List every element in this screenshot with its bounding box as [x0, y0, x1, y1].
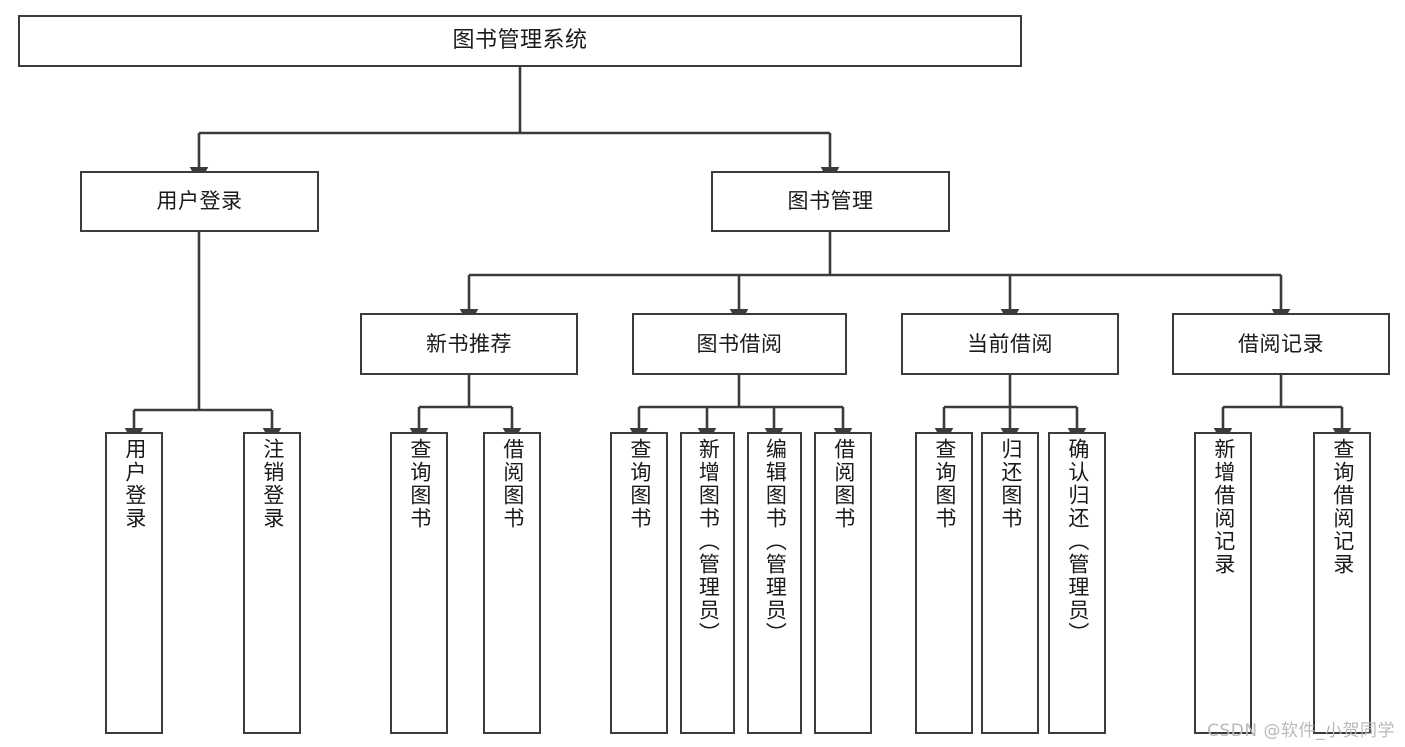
watermark-text: CSDN @软件_小贺同学	[1207, 721, 1395, 741]
node-label: 借阅图书	[500, 438, 525, 530]
leaf-new-book-query-books[interactable]: 查询图书	[390, 432, 448, 734]
node-user-login[interactable]: 用户登录	[80, 171, 319, 232]
node-label: 新增图书（管理员）	[696, 438, 721, 645]
node-root-book-management-system[interactable]: 图书管理系统	[18, 15, 1022, 67]
node-label: 图书借阅	[696, 331, 783, 356]
leaf-user-login-logout[interactable]: 注销登录	[243, 432, 301, 734]
leaf-user-login-login[interactable]: 用户登录	[105, 432, 163, 734]
node-book-borrowing[interactable]: 图书借阅	[632, 313, 847, 375]
node-label: 查询图书	[407, 438, 432, 530]
leaf-borrow-edit-book-admin[interactable]: 编辑图书（管理员）	[747, 432, 802, 734]
node-label: 新增借阅记录	[1211, 438, 1236, 576]
node-current-borrowing[interactable]: 当前借阅	[901, 313, 1119, 375]
node-label: 确认归还（管理员）	[1065, 438, 1090, 645]
node-label: 用户登录	[156, 189, 243, 214]
node-label: 借阅图书	[831, 438, 856, 530]
leaf-borrow-borrow-books[interactable]: 借阅图书	[814, 432, 872, 734]
node-label: 图书管理	[787, 189, 874, 214]
node-label: 新书推荐	[426, 331, 512, 356]
leaf-records-add-record[interactable]: 新增借阅记录	[1194, 432, 1252, 734]
node-label: 归还图书	[998, 438, 1023, 530]
node-label: 编辑图书（管理员）	[763, 438, 788, 645]
node-label: 查询图书	[627, 438, 652, 530]
leaf-current-query-books[interactable]: 查询图书	[915, 432, 973, 734]
node-book-management[interactable]: 图书管理	[711, 171, 950, 232]
node-label: 借阅记录	[1238, 331, 1324, 356]
leaf-records-query-record[interactable]: 查询借阅记录	[1313, 432, 1371, 734]
leaf-current-confirm-return-admin[interactable]: 确认归还（管理员）	[1048, 432, 1106, 734]
leaf-borrow-add-book-admin[interactable]: 新增图书（管理员）	[680, 432, 735, 734]
leaf-current-return-books[interactable]: 归还图书	[981, 432, 1039, 734]
node-label: 查询图书	[932, 438, 957, 530]
node-label: 用户登录	[122, 438, 147, 530]
leaf-borrow-query-books[interactable]: 查询图书	[610, 432, 668, 734]
leaf-new-book-borrow-books[interactable]: 借阅图书	[483, 432, 541, 734]
node-new-book-recommendation[interactable]: 新书推荐	[360, 313, 578, 375]
node-label: 图书管理系统	[452, 28, 588, 54]
node-label: 注销登录	[260, 438, 285, 530]
node-borrowing-records[interactable]: 借阅记录	[1172, 313, 1390, 375]
node-label: 当前借阅	[967, 331, 1053, 356]
node-label: 查询借阅记录	[1330, 438, 1355, 576]
